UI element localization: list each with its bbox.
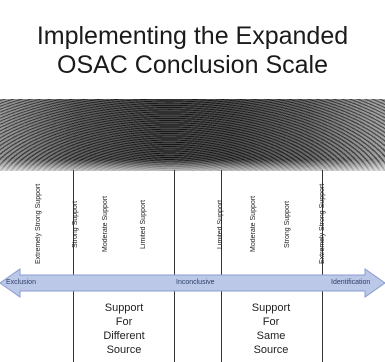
title-line-1: Implementing the Expanded — [36, 22, 349, 50]
divider-identification — [322, 170, 323, 362]
divider-inconclusive-right — [221, 170, 222, 362]
arrow-body — [0, 268, 385, 298]
divider-inconclusive-left — [174, 170, 175, 362]
conclusion-scale-arrow — [0, 268, 385, 298]
scale-label-extremely-strong-identification: Extremely Strong Support — [319, 183, 326, 265]
slide-title: Implementing the Expanded OSAC Conclusio… — [0, 22, 385, 80]
arrow-label-identification: Identification — [331, 279, 371, 286]
scale-label-moderate-exclusion: Moderate Support — [102, 195, 109, 253]
fingerprint-image-fade — [0, 160, 385, 176]
support-different-source: Support For Different Source — [103, 302, 145, 356]
divider-exclusion — [73, 170, 74, 362]
arrow-label-inconclusive: Inconclusive — [176, 279, 215, 286]
support-same-source: Support For Same Source — [251, 302, 291, 356]
scale-label-limited-exclusion: Limited Support — [140, 199, 147, 249]
scale-label-extremely-strong-exclusion: Extremely Strong Support — [35, 183, 42, 265]
fingerprint-image — [0, 99, 385, 171]
scale-label-strong-identification: Strong Support — [284, 200, 291, 248]
arrow-label-exclusion: Exclusion — [6, 279, 36, 286]
title-line-2: OSAC Conclusion Scale — [57, 51, 328, 79]
